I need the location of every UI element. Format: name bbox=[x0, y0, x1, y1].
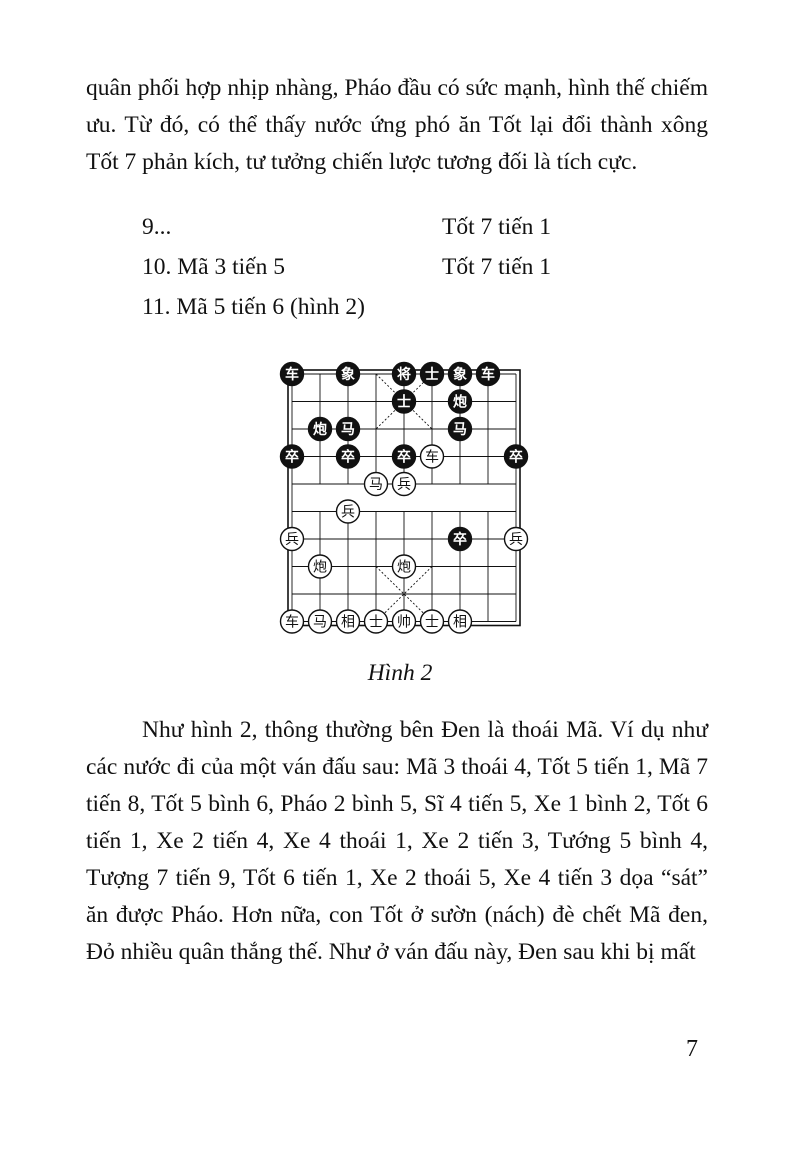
red-piece-label: 炮 bbox=[313, 560, 327, 576]
black-piece bbox=[447, 416, 473, 442]
red-piece-label: 士 bbox=[369, 615, 383, 631]
black-piece-label: 象 bbox=[453, 366, 467, 383]
black-piece-label: 车 bbox=[481, 366, 495, 383]
black-piece-label: 卒 bbox=[341, 449, 355, 466]
move-black: Tốt 7 tiến 1 bbox=[442, 214, 551, 240]
red-piece bbox=[391, 471, 417, 497]
black-piece-label: 卒 bbox=[509, 449, 523, 466]
red-piece bbox=[307, 609, 333, 634]
black-piece-label: 车 bbox=[285, 366, 299, 383]
red-piece bbox=[307, 554, 333, 579]
red-piece bbox=[447, 609, 473, 634]
black-piece bbox=[447, 389, 473, 414]
black-piece bbox=[419, 361, 445, 387]
palace-diagonal bbox=[375, 373, 433, 430]
red-piece bbox=[503, 526, 529, 552]
red-piece-label: 士 bbox=[425, 615, 439, 631]
black-piece bbox=[335, 416, 361, 442]
move-row: 9... Tốt 7 tiến 1 bbox=[142, 214, 642, 250]
black-piece bbox=[335, 444, 361, 469]
palace-diagonal bbox=[375, 566, 433, 622]
black-piece bbox=[391, 361, 417, 387]
black-piece-label: 马 bbox=[453, 422, 467, 438]
black-piece bbox=[447, 526, 473, 552]
black-piece bbox=[475, 361, 501, 387]
palace-diagonal bbox=[375, 373, 433, 430]
black-piece bbox=[279, 444, 305, 469]
red-piece bbox=[391, 609, 417, 634]
red-piece-label: 车 bbox=[285, 614, 299, 631]
red-piece-label: 车 bbox=[425, 449, 439, 466]
black-piece-label: 卒 bbox=[285, 449, 299, 466]
red-piece bbox=[391, 554, 417, 579]
black-piece-label: 马 bbox=[341, 422, 355, 438]
black-piece-label: 卒 bbox=[397, 449, 411, 466]
palace-diagonal bbox=[375, 566, 433, 622]
black-piece bbox=[279, 361, 305, 387]
black-piece bbox=[447, 361, 473, 387]
black-piece bbox=[335, 361, 361, 387]
black-piece bbox=[307, 416, 333, 442]
black-piece bbox=[391, 389, 417, 414]
move-row: 10. Mã 3 tiến 5 Tốt 7 tiến 1 bbox=[142, 254, 642, 290]
black-piece-label: 象 bbox=[341, 366, 355, 383]
black-piece-label: 炮 bbox=[453, 394, 467, 411]
paragraph-2: Như hình 2, thông thường bên Đen là thoá… bbox=[86, 717, 708, 965]
page-number: 7 bbox=[686, 1036, 698, 1062]
black-piece-label: 卒 bbox=[453, 531, 467, 548]
move-white: 10. Mã 3 tiến 5 bbox=[142, 254, 285, 280]
red-piece bbox=[335, 609, 361, 634]
red-piece bbox=[419, 444, 445, 469]
red-piece-label: 兵 bbox=[341, 505, 355, 521]
red-piece bbox=[363, 609, 389, 634]
red-piece-label: 马 bbox=[313, 615, 327, 631]
red-piece-label: 兵 bbox=[397, 477, 411, 493]
figure-caption: Hình 2 bbox=[367, 660, 433, 686]
black-piece-label: 士 bbox=[425, 366, 439, 383]
black-piece bbox=[391, 444, 417, 469]
red-piece bbox=[279, 609, 305, 634]
red-piece-label: 兵 bbox=[285, 532, 299, 548]
red-piece-label: 炮 bbox=[397, 560, 411, 576]
red-piece-label: 马 bbox=[369, 477, 383, 493]
move-white: 9... bbox=[142, 214, 172, 240]
red-piece-label: 相 bbox=[341, 615, 355, 631]
red-piece-label: 相 bbox=[453, 615, 467, 631]
move-black: Tốt 7 tiến 1 bbox=[442, 254, 551, 280]
paragraph-1: quân phối hợp nhịp nhàng, Pháo đầu có sứ… bbox=[86, 75, 708, 175]
black-piece-label: 士 bbox=[397, 394, 411, 411]
red-piece bbox=[363, 471, 389, 497]
black-piece-label: 炮 bbox=[313, 421, 327, 438]
red-piece-label: 帅 bbox=[397, 615, 411, 631]
red-piece bbox=[279, 526, 305, 552]
red-piece bbox=[335, 499, 361, 524]
red-piece bbox=[419, 609, 445, 634]
move-row: 11. Mã 5 tiến 6 (hình 2) bbox=[142, 294, 642, 330]
xiangqi-board-diagram: 车马兵兵兵兵炮炮车马相士帅士相车象将士象车士炮炮马马卒卒卒卒卒 bbox=[279, 361, 529, 634]
black-piece-label: 将 bbox=[397, 366, 411, 383]
red-piece-label: 兵 bbox=[509, 532, 523, 548]
black-piece bbox=[503, 444, 529, 469]
move-white: 11. Mã 5 tiến 6 (hình 2) bbox=[142, 294, 365, 320]
